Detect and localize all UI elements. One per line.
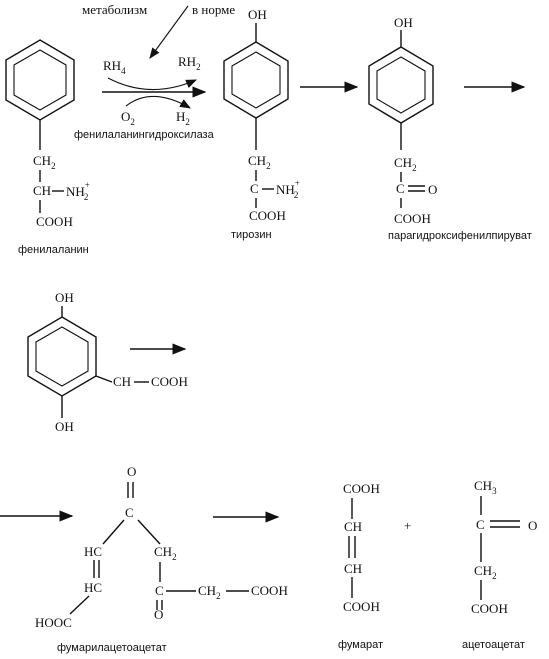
homogentisate-inner-ring: [35, 326, 89, 387]
faa-cooh: COOH: [251, 583, 288, 598]
phenylalanine-label: фенилаланин: [18, 244, 89, 256]
phenylalanine-structure: CH2 CH NH+2 COOH: [5, 39, 90, 229]
oxygen-curve: [125, 95, 191, 109]
hga-oh-top: OH: [55, 290, 74, 305]
aca-cooh: COOH: [471, 601, 508, 616]
faa-hc-2: HC: [84, 580, 102, 595]
hydroxylase-step: RH4 RH2 O2 H2: [102, 54, 207, 127]
phenylalanine-ring: [5, 39, 75, 121]
tyrosine-structure: OH CH2 C NH+2 COOH: [223, 7, 300, 223]
faa-ch2: CH2: [154, 544, 177, 562]
fumarate-label: фумарат: [338, 639, 383, 651]
phpp-oh: OH: [394, 15, 413, 30]
phe-ch: CH: [33, 183, 51, 198]
tyrosine-ring: [223, 41, 289, 119]
hga-ch: CH: [113, 374, 131, 389]
plus-sign: +: [404, 518, 411, 533]
acetoacetate-label: ацетоацетат: [462, 639, 525, 651]
tyr-nh2: NH+2: [276, 178, 300, 200]
cofactor-curve: [107, 77, 198, 91]
faa-ch2-chain: CH2: [198, 583, 221, 601]
tyrosine-inner-ring: [231, 51, 281, 109]
homogentisate-ring: [27, 316, 97, 397]
phpp-ch2: CH2: [394, 155, 417, 173]
aca-c: C: [476, 517, 485, 532]
phpp-c: C: [396, 181, 405, 196]
enzyme-name: фенилаланингидроксилаза: [74, 129, 215, 141]
tyr-c: C: [250, 181, 259, 196]
fumarylacetoacetate-structure: O C HC CH2 HC C HOOC O CH2 COOH: [35, 464, 288, 630]
tyrosine-label: тирозин: [231, 229, 272, 241]
fum-cooh-bottom: COOH: [343, 599, 380, 614]
hga-oh-bottom: OH: [55, 419, 74, 434]
normal-note: в норме: [192, 2, 235, 17]
aca-ch2: CH2: [474, 563, 497, 581]
tyr-ch2: CH2: [248, 153, 271, 171]
phpp-inner-ring: [376, 56, 426, 114]
rh2-label: RH2: [178, 54, 201, 72]
h2-label: H2: [176, 109, 190, 127]
metabolism-note: метаболизм: [82, 2, 147, 17]
fumarylacetoacetate-label: фумарилацетоацетат: [57, 642, 167, 654]
note-arrow: [149, 5, 189, 59]
o2-label: O2: [121, 109, 135, 127]
rh4-label: RH4: [103, 58, 126, 76]
faa-c-bottom: C: [155, 583, 164, 598]
faa-o-top: O: [127, 464, 136, 479]
aca-ch3: CH3: [474, 478, 497, 496]
phpp-ring: [368, 46, 434, 124]
fumarate-structure: COOH CH CH COOH: [343, 481, 380, 614]
faa-hooc: HOOC: [35, 615, 72, 630]
acetoacetate-structure: CH3 C O CH2 COOH: [471, 478, 537, 616]
aca-o: O: [528, 518, 537, 533]
phpp-label: парагидроксифенилпируват: [388, 230, 532, 242]
hga-cooh: COOH: [151, 374, 188, 389]
phpp-cooh: COOH: [394, 211, 431, 226]
fum-ch-2: CH: [344, 561, 362, 576]
fum-ch-1: CH: [344, 519, 362, 534]
phenylalanine-inner-ring: [13, 49, 67, 111]
phpp-o: O: [428, 182, 437, 197]
phe-cooh: COOH: [36, 214, 73, 229]
faa-o-bottom: O: [154, 607, 163, 622]
homogentisate-structure: OH OH CH COOH: [27, 290, 188, 434]
fum-cooh-top: COOH: [343, 481, 380, 496]
phpp-structure: OH CH2 C O COOH: [368, 15, 437, 226]
tyr-cooh: COOH: [249, 208, 286, 223]
phe-ch2: CH2: [33, 153, 56, 171]
faa-hc-1: HC: [84, 544, 102, 559]
phe-nh2: NH+2: [66, 180, 90, 202]
tyr-oh: OH: [248, 7, 267, 22]
faa-c-top: C: [125, 505, 134, 520]
